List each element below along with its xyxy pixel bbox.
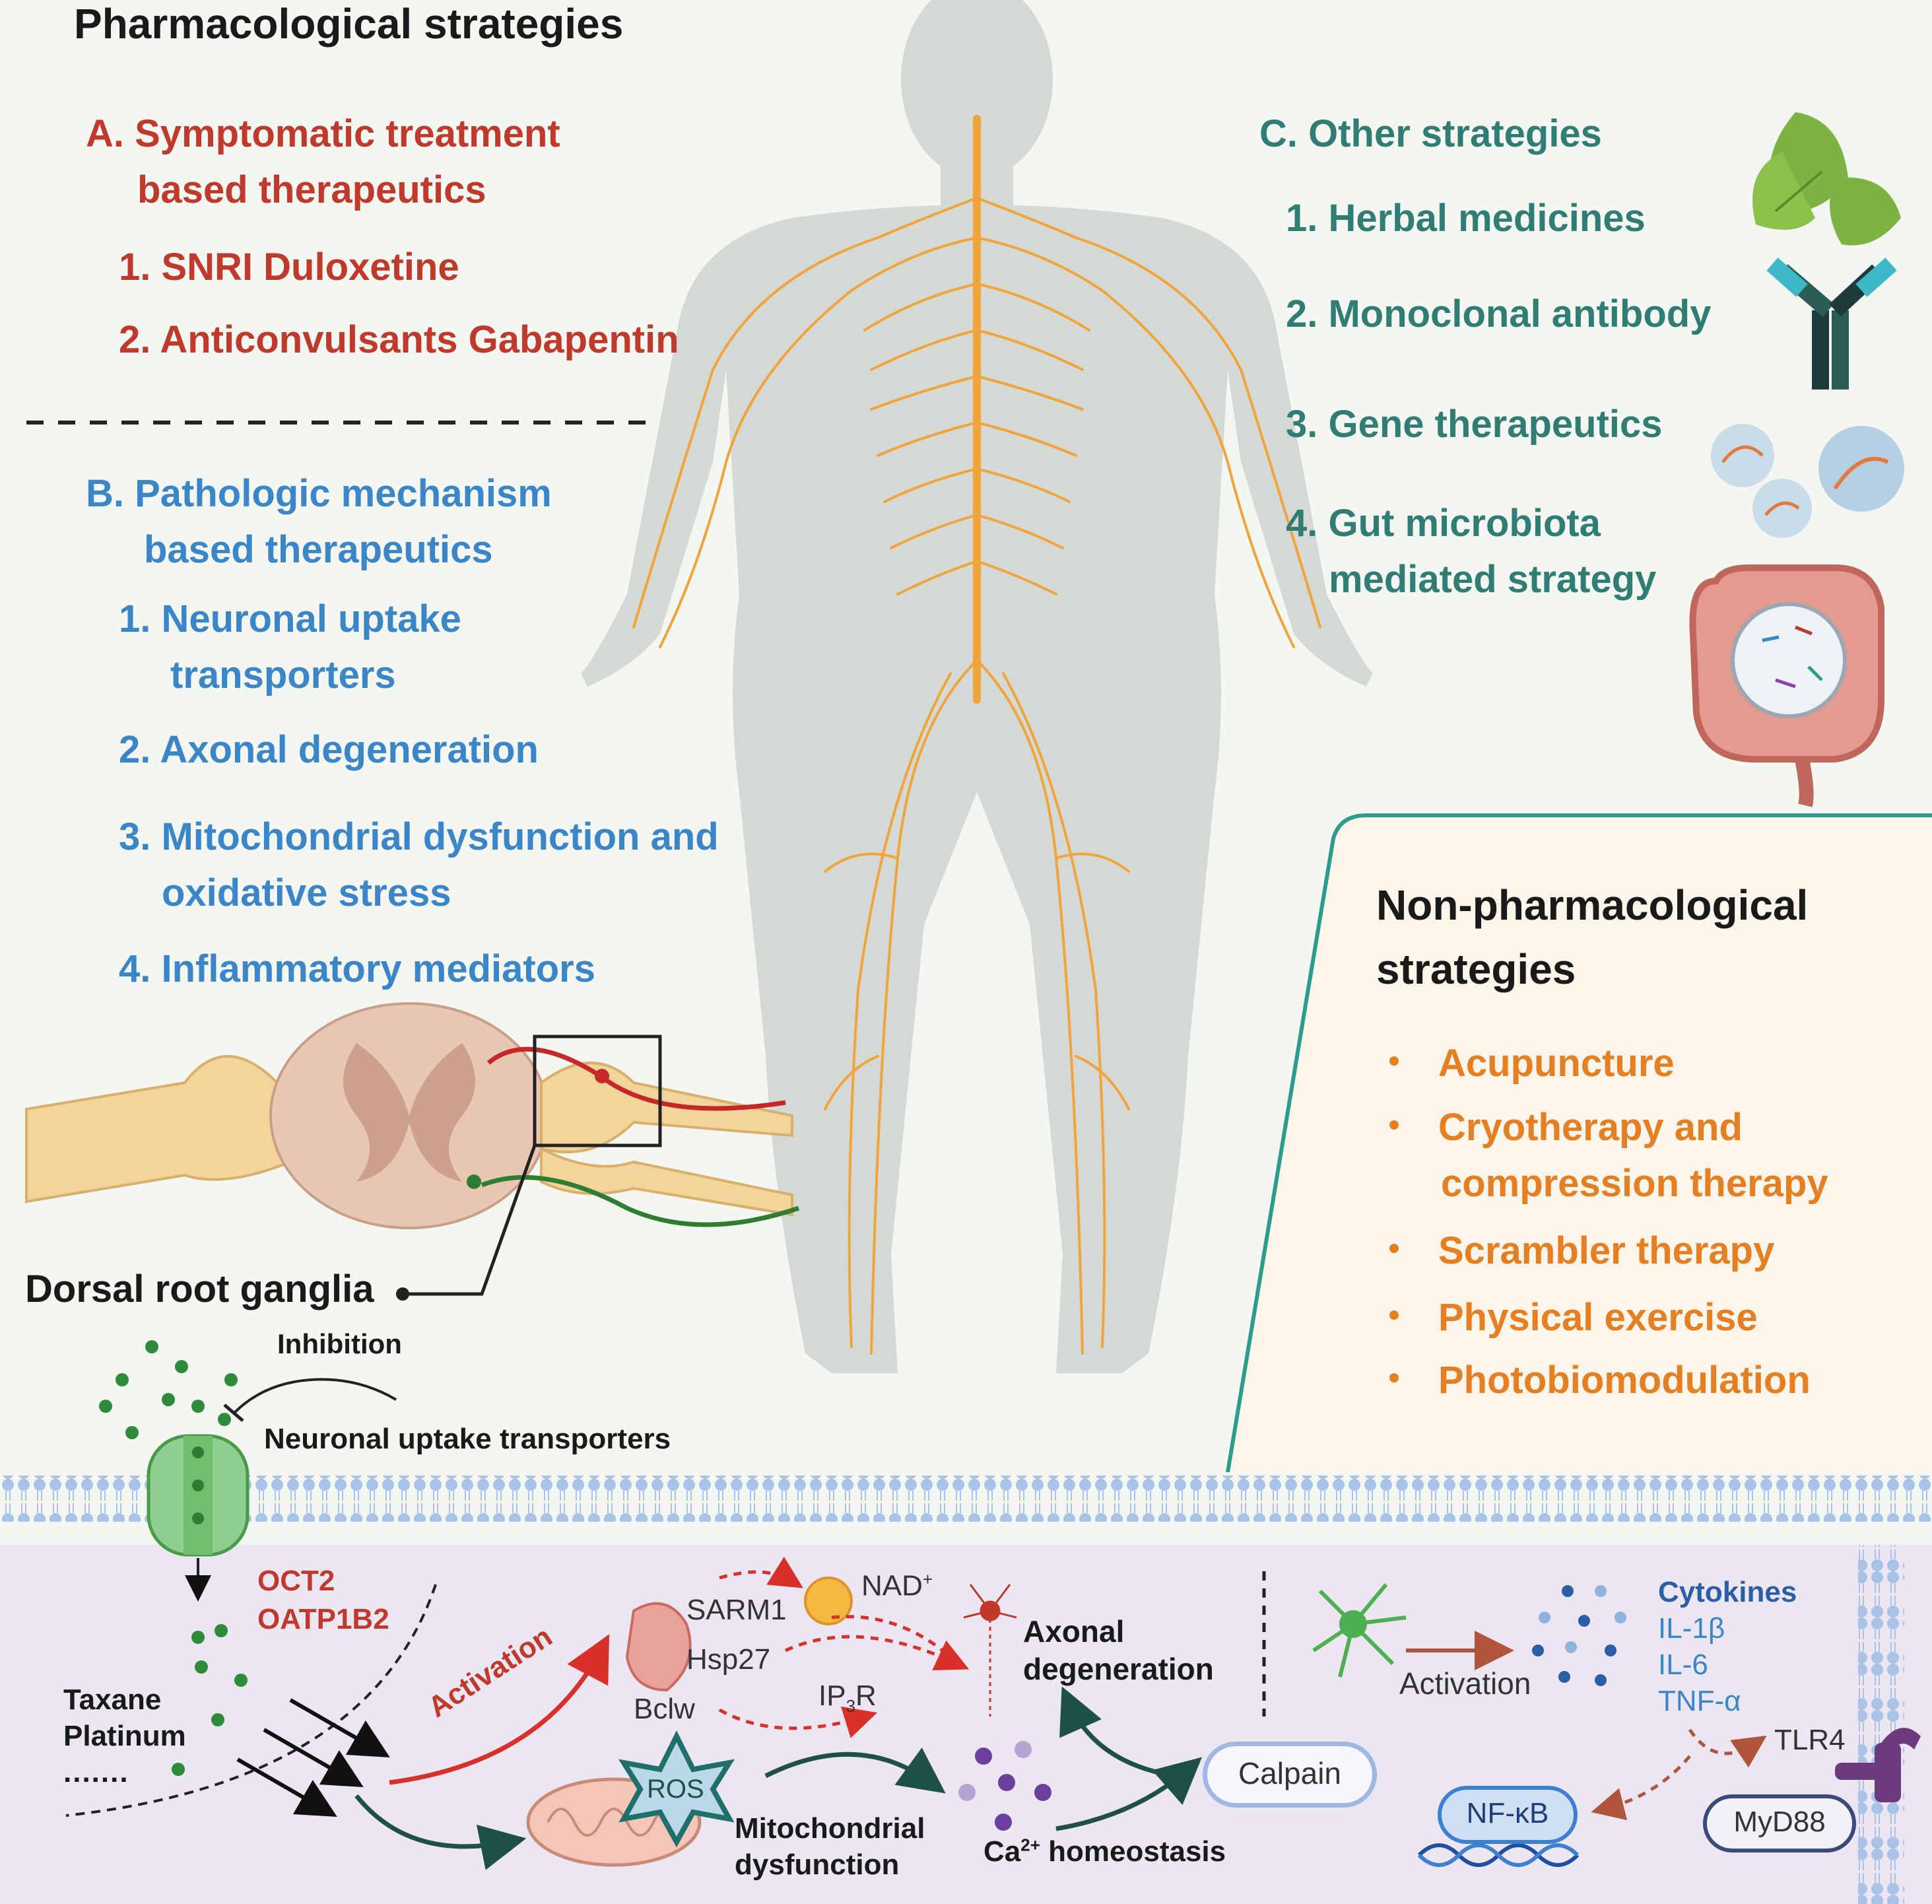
mito-label-1: Mitochondrial: [735, 1812, 925, 1845]
nonpharma-panel: [1228, 815, 1932, 1472]
oct2-label: OCT2: [257, 1565, 335, 1597]
sarm1-label: SARM1: [686, 1594, 787, 1626]
axonal-label-2: degeneration: [1023, 1652, 1214, 1686]
hsp27-arrow: [784, 1635, 970, 1670]
drug-molecules: [99, 1340, 248, 1776]
nad-molecule: [804, 1577, 853, 1625]
mito-to-ca-arrow: [764, 1747, 946, 1794]
activation-arrow-red: [389, 1634, 610, 1785]
il6-label: IL-6: [1658, 1649, 1708, 1681]
calpain-badge: Calpain: [1203, 1742, 1377, 1808]
section-b-item-4: 4. Inflammatory mediators: [119, 947, 595, 990]
nad-arrow: [831, 1615, 952, 1658]
platinum-label: Platinum: [63, 1720, 186, 1752]
bclw-label: Bclw: [634, 1693, 695, 1725]
gene-therapy-virus-icon: [1711, 424, 1904, 538]
pharma-title: Pharmacological strategies: [74, 0, 624, 48]
myd88-badge: MyD88: [1703, 1794, 1856, 1853]
tlr4-label: TLR4: [1774, 1724, 1846, 1756]
nonpharma-item-1: Acupuncture: [1389, 1042, 1675, 1086]
bullet-icon: [1389, 1056, 1399, 1066]
section-c-item-4b: mediated strategy: [1329, 558, 1657, 601]
cytokines-label: Cytokines: [1658, 1576, 1797, 1608]
inhibition-label: Inhibition: [277, 1328, 402, 1359]
section-c-item-2: 2. Monoclonal antibody: [1286, 292, 1712, 335]
mito-label-2: dysfunction: [735, 1849, 900, 1881]
degenerating-neuron-icon: [963, 1584, 1017, 1717]
axonal-label-1: Axonal: [1023, 1614, 1125, 1649]
section-c-item-4a: 4. Gut microbiota: [1286, 502, 1601, 545]
dna-helix-strand-2: [1417, 1843, 1580, 1867]
section-b-item-1a: 1. Neuronal uptake: [119, 597, 461, 640]
bullet-icon: [1389, 1310, 1399, 1320]
sarm1-protein-shape: [625, 1602, 692, 1692]
calpain-to-axonal-arrow: [1059, 1686, 1176, 1779]
black-arrows: [236, 1698, 390, 1817]
nonpharma-item-3: Scrambler therapy: [1389, 1229, 1774, 1274]
nonpharma-item-5: Photobiomodulation: [1389, 1359, 1811, 1403]
nonpharma-title-1: Non-pharmacological: [1376, 881, 1809, 929]
nad-label: NAD+: [861, 1569, 933, 1602]
section-a-item-2: 2. Anticonvulsants Gabapentin: [119, 318, 679, 361]
section-c-item-3: 3. Gene therapeutics: [1286, 403, 1663, 446]
nervous-system: [632, 115, 1321, 1355]
herbal-leaf-icon: [1752, 112, 1901, 246]
cell-membrane-lipids: [0, 1476, 1932, 1522]
section-b-item-3a: 3. Mitochondrial dysfunction and: [119, 815, 719, 858]
activation-label-2: Activation: [1399, 1666, 1531, 1701]
tlr4-to-nfkb-arrow: [1591, 1755, 1691, 1820]
nonpharma-title-2: strategies: [1376, 945, 1576, 993]
ca-to-calpain-arrow: [1055, 1757, 1203, 1831]
taxane-label: Taxane: [63, 1683, 162, 1716]
section-a-heading-1: A. Symptomatic treatment: [86, 112, 560, 155]
side-membrane: [1858, 1545, 1904, 1904]
section-b-item-1b: transporters: [170, 654, 396, 697]
tnfa-label: TNF-α: [1658, 1685, 1741, 1717]
uptake-transporter-channel: [147, 1378, 397, 1602]
ros-star: [618, 1730, 735, 1848]
il1b-label: IL-1β: [1658, 1612, 1725, 1645]
ellipsis-label: .......: [63, 1756, 129, 1788]
nonpharma-item-2b: compression therapy: [1441, 1162, 1828, 1205]
nonpharma-item-2: Cryotherapy and: [1389, 1106, 1743, 1150]
bclw-arrow: [718, 1706, 878, 1738]
bullet-icon: [1389, 1120, 1399, 1130]
ros-label: ROS: [647, 1775, 704, 1804]
spinal-cord-drg-illustration: [25, 1002, 800, 1301]
nfkb-badge: NF-κB: [1438, 1786, 1578, 1844]
transporters-label: Neuronal uptake transporters: [264, 1423, 671, 1455]
cytokine-molecules: [1532, 1585, 1626, 1686]
section-c-heading: C. Other strategies: [1259, 112, 1602, 155]
section-b-heading-2: based therapeutics: [144, 528, 493, 571]
ip3r-label: IP3R: [818, 1680, 877, 1716]
drg-label: Dorsal root ganglia: [25, 1268, 374, 1310]
nonpharma-panel-border: [1226, 813, 1932, 1473]
section-a-item-1: 1. SNRI Duloxetine: [119, 246, 459, 289]
section-b-item-2: 2. Axonal degeneration: [119, 728, 539, 771]
microglia-cell-icon: [1312, 1583, 1407, 1678]
monoclonal-antibody-icon: [1766, 257, 1897, 390]
cytoplasm-region: [0, 1538, 1932, 1904]
section-b-heading-1: B. Pathologic mechanism: [86, 472, 552, 515]
calcium-ions: [958, 1741, 1051, 1831]
ca-homeostasis-label: Ca2+ homeostasis: [983, 1835, 1226, 1868]
gut-microbiota-icon: [1689, 564, 1884, 807]
section-a-heading-2: based therapeutics: [137, 168, 486, 211]
bullet-icon: [1389, 1243, 1399, 1253]
tlr4-receptor-icon: [1835, 1728, 1921, 1802]
mito-arrow: [354, 1794, 527, 1870]
hsp27-label: Hsp27: [686, 1643, 771, 1676]
bullet-icon: [1389, 1373, 1399, 1382]
oatp1b2-label: OATP1B2: [257, 1603, 389, 1635]
section-b-item-3b: oxidative stress: [162, 871, 451, 914]
section-c-item-1: 1. Herbal medicines: [1286, 197, 1646, 240]
nonpharma-item-4: Physical exercise: [1389, 1296, 1758, 1340]
